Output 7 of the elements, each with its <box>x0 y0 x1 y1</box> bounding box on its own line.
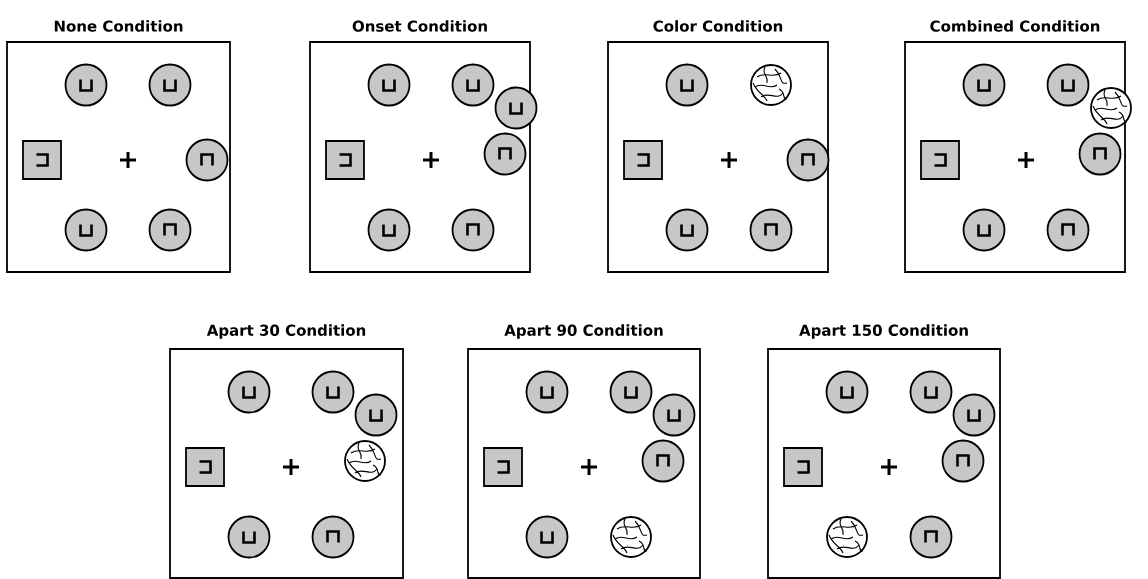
panel-title: Apart 90 Condition <box>504 324 663 339</box>
panel-title: Apart 150 Condition <box>799 324 968 339</box>
panel-title: Apart 30 Condition <box>206 324 366 339</box>
panel-title: Onset Condition <box>352 20 487 32</box>
panel-title: Combined Condition <box>930 20 1100 32</box>
panel-title: None Condition <box>54 20 183 32</box>
panel-title: Color Condition <box>653 20 783 32</box>
